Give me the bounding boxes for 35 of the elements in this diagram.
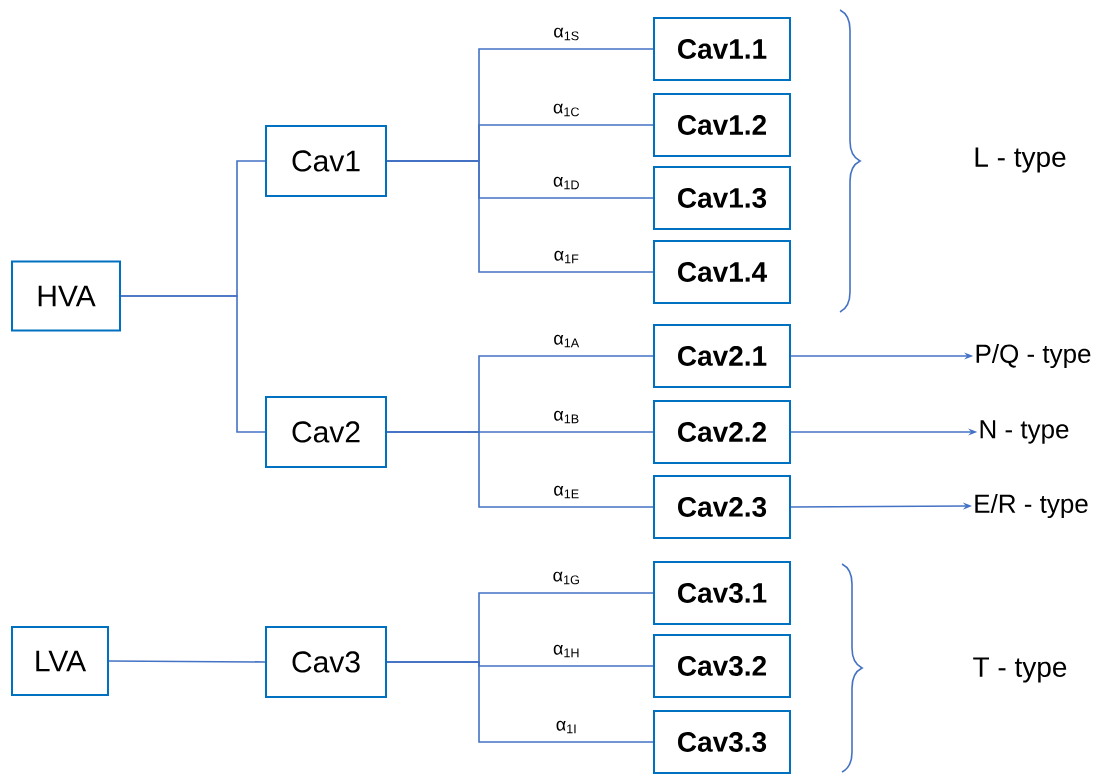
edge-label: α$_{1C}$: [552, 102, 581, 118]
connector-line: [386, 431, 654, 508]
category-box: Cav1: [265, 125, 387, 197]
subtype-box: Cav3.2: [653, 634, 791, 698]
category-box: Cav2: [265, 396, 387, 468]
connector-line: [386, 661, 654, 743]
edge-label: α$_{1H}$: [552, 643, 581, 659]
subtype-box: Cav1.1: [653, 17, 791, 81]
edge-label: α$_{1E}$: [552, 484, 581, 500]
edge-label: α$_{1A}$: [552, 333, 581, 349]
type-label: N - type: [980, 420, 1069, 444]
subtype-box: Cav2.2: [653, 400, 791, 464]
bracket-label: T - type: [973, 657, 1067, 683]
connector-line: [120, 295, 266, 433]
subtype-box: Cav3.1: [653, 561, 791, 625]
subtype-box: Cav2.1: [653, 324, 791, 388]
subtype-box: Cav1.4: [653, 240, 791, 304]
edge-label: α$_{1F}$: [552, 249, 581, 265]
edge-label: α$_{1B}$: [552, 409, 581, 425]
subtype-box: Cav3.3: [653, 710, 791, 774]
category-box: HVA: [11, 260, 121, 332]
subtype-box: Cav1.2: [653, 93, 791, 157]
bracket-label: L - type: [975, 147, 1066, 173]
category-box: Cav3: [265, 626, 387, 698]
subtype-box: Cav1.3: [653, 166, 791, 230]
edge-label: α$_{1I}$: [554, 719, 579, 735]
type-label: E/R - type: [975, 493, 1088, 519]
edge-label: α$_{1G}$: [551, 570, 582, 586]
edge-label: α$_{1D}$: [552, 175, 581, 191]
connector-line: [386, 160, 654, 273]
subtype-box: Cav2.3: [653, 475, 791, 539]
edge-label: α$_{1S}$: [552, 26, 581, 42]
type-label: P/Q - type: [976, 343, 1091, 369]
connector-line: [108, 660, 266, 663]
category-box: LVA: [11, 626, 109, 696]
